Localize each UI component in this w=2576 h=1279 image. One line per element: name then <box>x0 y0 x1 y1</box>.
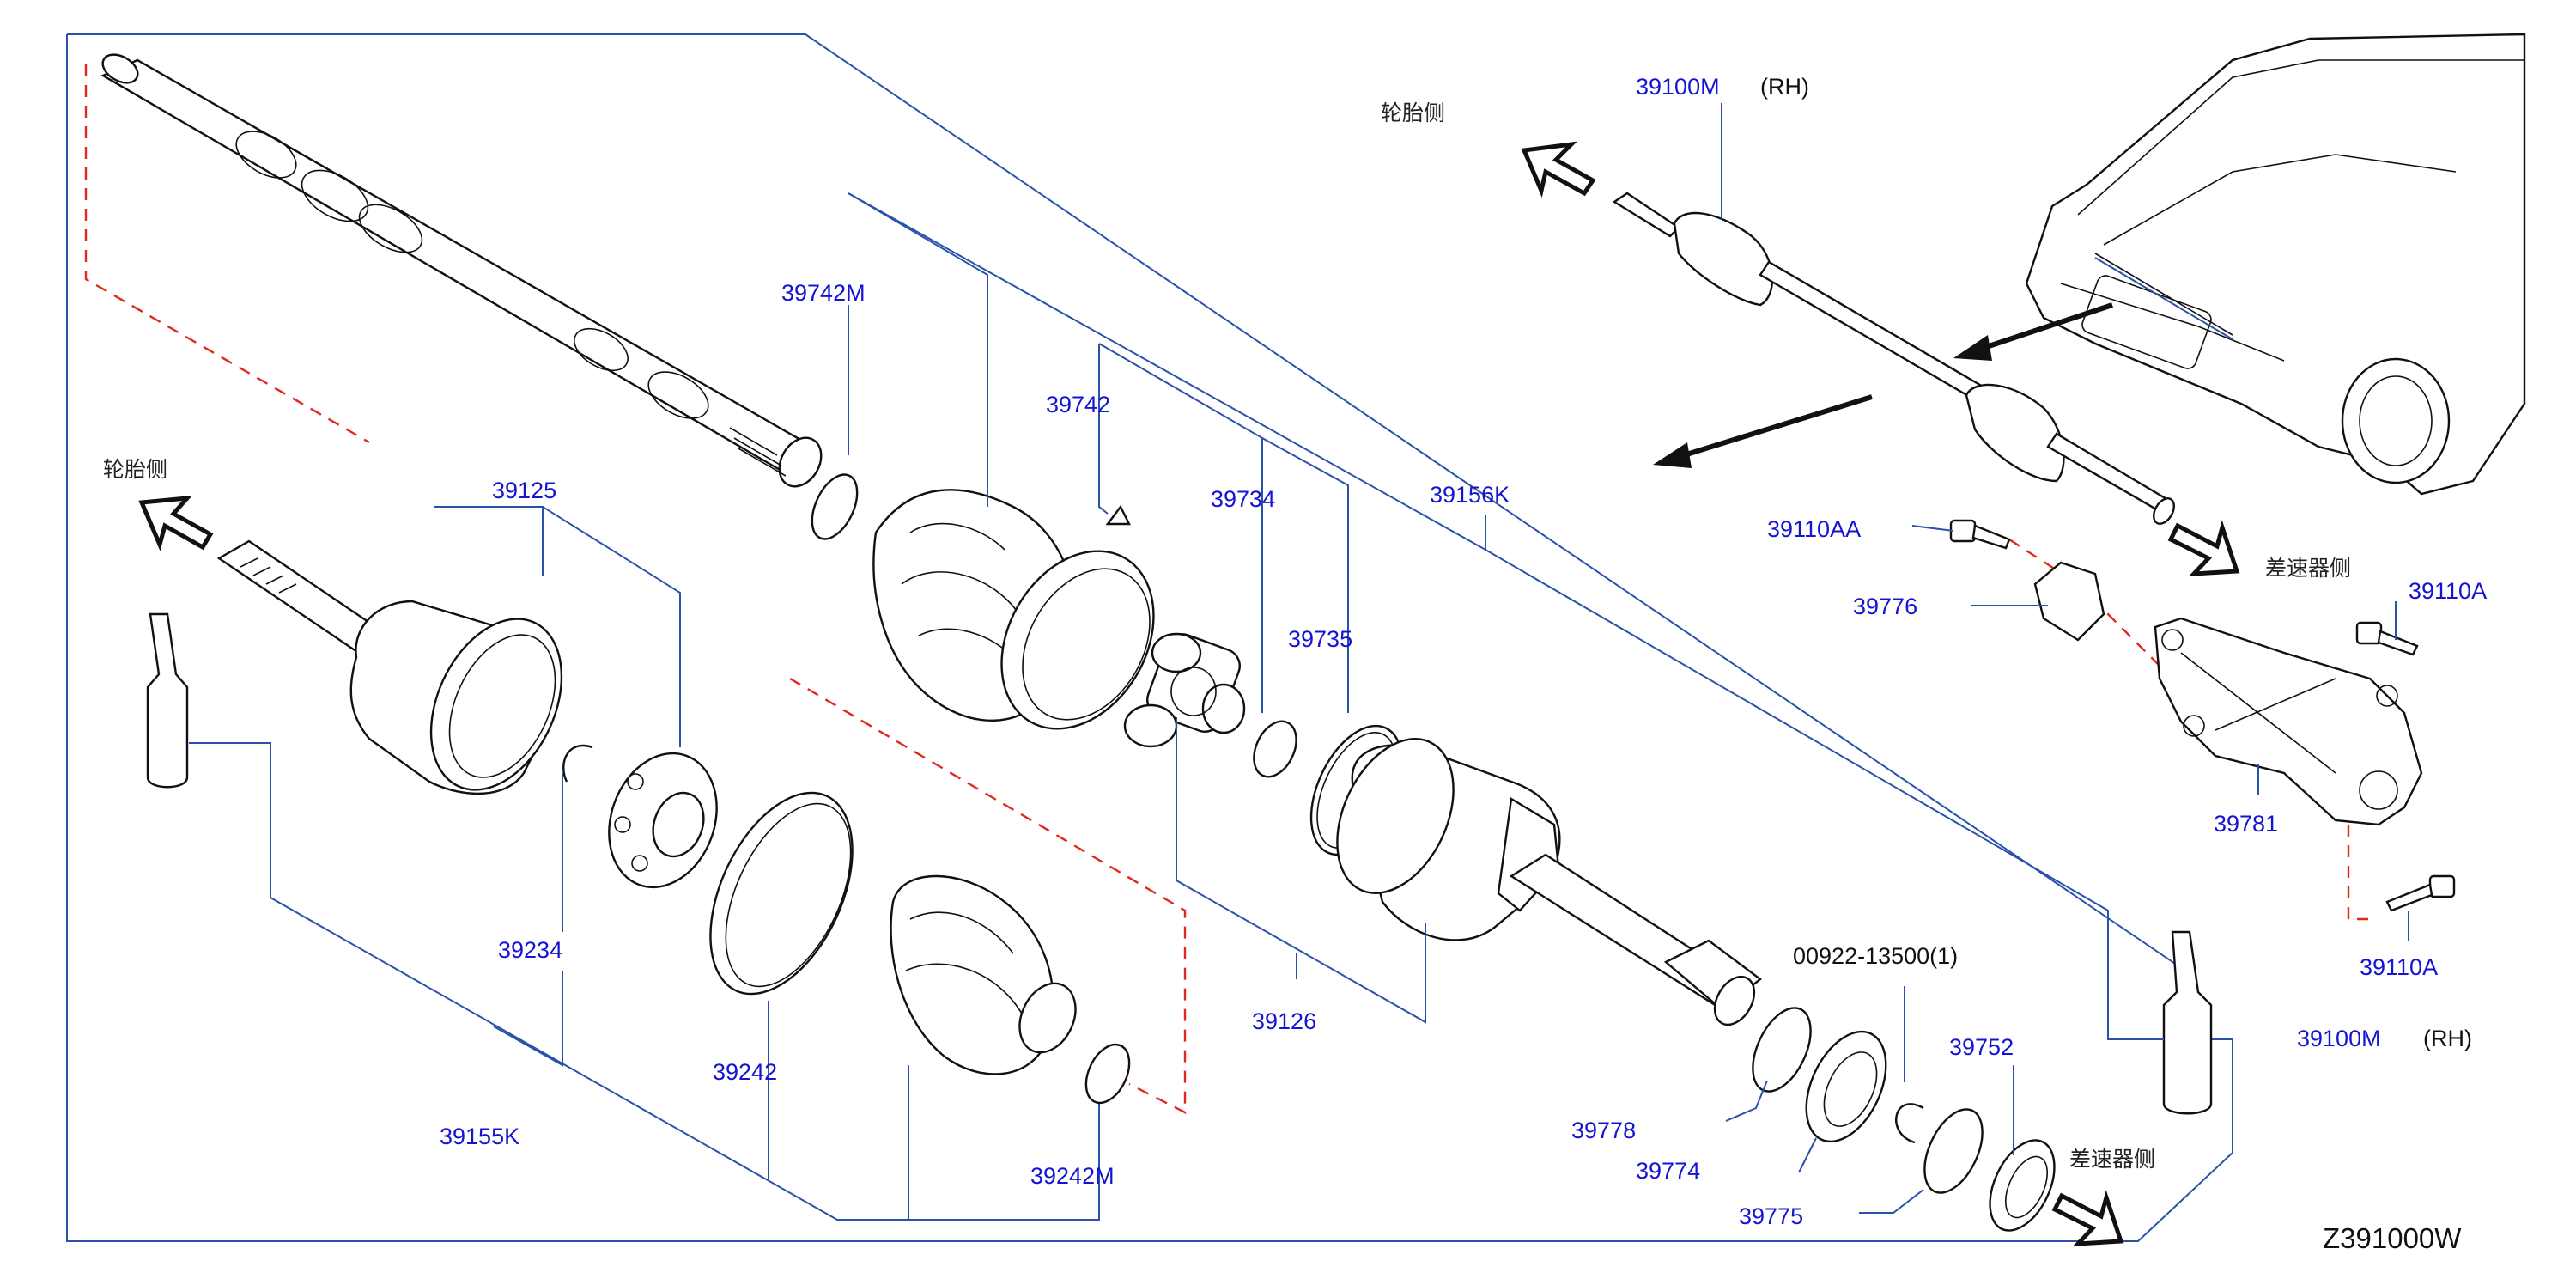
phantom-line-boot <box>789 677 1187 1114</box>
part-number-39126: 39126 <box>1252 1008 1316 1034</box>
vehicle-direction-arrow-1 <box>1653 394 1873 468</box>
diagram-code: Z391000W <box>2323 1222 2462 1254</box>
part-number-39781: 39781 <box>2214 811 2278 837</box>
tire-side-arrow-top <box>1521 141 1596 198</box>
inner-joint-housing <box>1336 738 1762 1026</box>
vehicle-illustration <box>2025 33 2526 496</box>
bearing-39774 <box>1805 1030 1887 1143</box>
grease-tube-right <box>2162 930 2213 1115</box>
part-number-39752: 39752 <box>1949 1034 2014 1060</box>
part-number-39110A-top: 39110A <box>2409 578 2487 604</box>
seal-39752 <box>1989 1139 2056 1232</box>
snap-ring-39734 <box>1253 720 1297 778</box>
diff-side-label-right: 差速器侧 <box>2265 556 2351 581</box>
part-number-39775: 39775 <box>1739 1203 1803 1229</box>
assembly-frame <box>66 33 2233 1242</box>
part-number-39100M-top: 39100M <box>1636 74 1720 100</box>
part-number-39242: 39242 <box>713 1059 777 1085</box>
grease-tube-left <box>146 612 189 789</box>
tripod-joint <box>1123 632 1246 748</box>
boot-band-39242 <box>709 791 854 996</box>
part-number-39100M-right: 39100M <box>2297 1026 2381 1051</box>
rh-label-right: (RH) <box>2423 1026 2472 1051</box>
snap-ring-00922 <box>1895 1103 1924 1144</box>
vehicle-direction-arrow-2 <box>1953 302 2113 361</box>
part-number-39742: 39742 <box>1046 392 1110 417</box>
bracket-39776 <box>2033 561 2105 642</box>
bolt-39110A-bottom <box>2385 874 2456 912</box>
ball-cage <box>608 752 718 889</box>
part-number-39110AA: 39110AA <box>1767 516 1861 542</box>
part-number-39110A-bottom: 39110A <box>2360 954 2438 980</box>
diff-side-label-bottom: 差速器侧 <box>2069 1147 2155 1172</box>
diff-side-arrow-bottom <box>2051 1190 2124 1246</box>
part-number-39125: 39125 <box>492 478 556 503</box>
part-number-39778: 39778 <box>1571 1118 1636 1143</box>
tire-side-arrow-left <box>138 495 214 551</box>
drive-shaft-overview <box>1612 192 2175 525</box>
part-number-39735: 39735 <box>1288 626 1352 652</box>
clamp-39242M <box>1084 1043 1131 1105</box>
part-number-39742M: 39742M <box>781 280 866 306</box>
part-number-39734: 39734 <box>1211 486 1275 512</box>
inner-boot-assembly <box>811 473 1155 730</box>
intermediate-shaft <box>100 53 823 488</box>
phantom-line-shaft <box>84 64 370 444</box>
bolt-39110AA <box>1949 519 2011 550</box>
outer-boot <box>890 874 1077 1075</box>
bolt-39110A-top <box>2355 621 2419 656</box>
part-number-39156K: 39156K <box>1430 482 1510 508</box>
outer-cv-joint <box>216 539 563 795</box>
rh-label-top: (RH) <box>1760 74 1809 100</box>
part-number-39242M: 39242M <box>1030 1163 1115 1189</box>
phantom-line-bracket-top <box>2008 538 2165 671</box>
ring-39775 <box>1923 1108 1984 1194</box>
part-number-39234: 39234 <box>498 937 562 963</box>
part-number-39774: 39774 <box>1636 1158 1700 1184</box>
part-number-39155K: 39155K <box>440 1124 519 1149</box>
part-number-00922-13500: 00922-13500(1) <box>1793 943 1958 969</box>
phantom-line-bracket-bottom <box>2347 825 2368 921</box>
circlip-39234 <box>562 744 593 783</box>
support-bracket <box>2154 617 2423 826</box>
tire-side-label-top: 轮胎侧 <box>1381 100 1445 125</box>
part-number-39776: 39776 <box>1853 594 1917 619</box>
diff-side-arrow-right <box>2167 520 2240 576</box>
tire-side-label-left: 轮胎侧 <box>103 457 167 482</box>
